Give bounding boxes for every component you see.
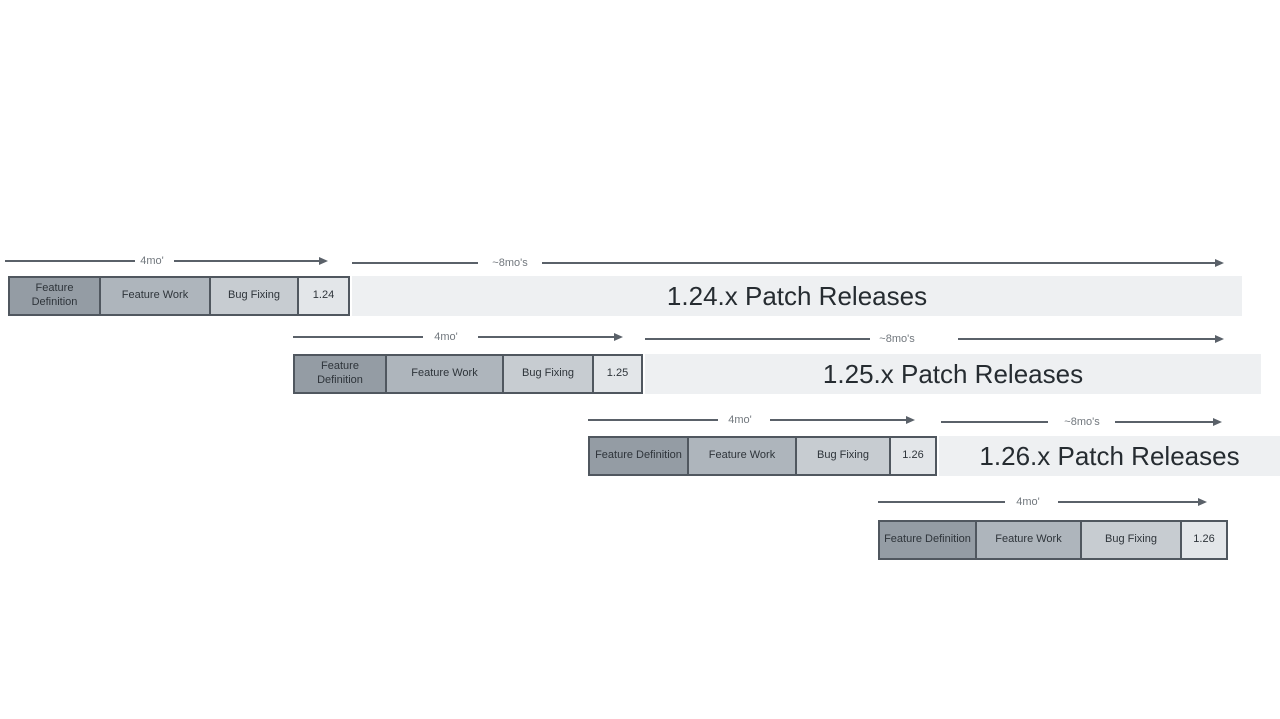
timeline-arrow: [1058, 498, 1207, 506]
phase-label: Bug Fixing: [817, 449, 869, 462]
phase-box-bug-fixing: Bug Fixing: [211, 278, 299, 314]
phase-label: Feature Definition: [317, 360, 363, 386]
duration-label-4mo: 4mo': [140, 255, 164, 267]
phase-box-feature-definition: Feature Definition: [590, 438, 689, 474]
phase-label: Feature Definition: [595, 449, 682, 462]
timeline-arrow: [174, 257, 328, 265]
phase-label: Bug Fixing: [522, 367, 574, 380]
phase-box-feature-work: Feature Work: [387, 356, 504, 392]
timeline-segment: [5, 260, 135, 262]
version-box: 1.26: [891, 438, 935, 474]
patch-releases-label: 1.26.x Patch Releases: [979, 440, 1240, 471]
timeline-arrow: [958, 335, 1224, 343]
timeline-segment: [588, 419, 718, 421]
phase-label: Feature Work: [708, 449, 776, 462]
version-box: 1.24: [299, 278, 348, 314]
version-box: 1.26: [1182, 522, 1226, 558]
timeline-segment: [941, 421, 1048, 423]
phase-label: Feature Work: [411, 367, 478, 380]
phase-label: Feature Definition: [884, 533, 971, 546]
duration-label-4mo: 4mo': [434, 331, 458, 343]
duration-label-4mo: 4mo': [1016, 496, 1040, 508]
phase-label: Feature Work: [995, 533, 1062, 546]
version-label: 1.26: [902, 449, 924, 462]
phase-box-feature-definition: Feature Definition: [295, 356, 387, 392]
patch-releases-bar: 1.25.x Patch Releases: [645, 354, 1261, 394]
version-label: 1.25: [606, 367, 629, 380]
patch-releases-bar: 1.26.x Patch Releases: [939, 436, 1280, 476]
timeline-arrow: [1115, 418, 1222, 426]
patch-releases-label: 1.25.x Patch Releases: [822, 358, 1084, 389]
patch-releases-label: 1.24.x Patch Releases: [666, 280, 928, 311]
phase-box-feature-work: Feature Work: [101, 278, 211, 314]
timeline-arrow: [770, 416, 915, 424]
timeline-arrow: [542, 259, 1224, 267]
version-label: 1.24: [312, 289, 335, 302]
duration-label-8mo: ~8mo's: [879, 333, 915, 345]
phase-box-bug-fixing: Bug Fixing: [1082, 522, 1182, 558]
release-phase-boxes: Feature Definition Feature Work Bug Fixi…: [8, 276, 350, 316]
duration-label-8mo: ~8mo's: [492, 257, 528, 269]
phase-box-bug-fixing: Bug Fixing: [504, 356, 594, 392]
phase-label: Bug Fixing: [1105, 533, 1157, 546]
timeline-segment: [645, 338, 870, 340]
phase-box-feature-definition: Feature Definition: [880, 522, 977, 558]
phase-box-bug-fixing: Bug Fixing: [797, 438, 891, 474]
phase-label: Feature Work: [121, 289, 189, 302]
release-phase-boxes: Feature Definition Feature Work Bug Fixi…: [293, 354, 643, 394]
timeline-segment: [293, 336, 423, 338]
timeline-segment: [878, 501, 1005, 503]
version-box: 1.25: [594, 356, 641, 392]
release-phase-boxes: Feature Definition Feature Work Bug Fixi…: [878, 520, 1228, 560]
phase-box-feature-work: Feature Work: [977, 522, 1082, 558]
release-phase-boxes: Feature Definition Feature Work Bug Fixi…: [588, 436, 937, 476]
version-label: 1.26: [1193, 533, 1215, 546]
patch-releases-bar: 1.24.x Patch Releases: [352, 276, 1242, 316]
timeline-arrow: [478, 333, 623, 341]
timeline-segment: [352, 262, 478, 264]
phase-label: Bug Fixing: [228, 289, 280, 302]
duration-label-8mo: ~8mo's: [1064, 416, 1100, 428]
phase-label: Feature Definition: [31, 282, 78, 308]
phase-box-feature-work: Feature Work: [689, 438, 797, 474]
phase-box-feature-definition: Feature Definition: [10, 278, 101, 314]
duration-label-4mo: 4mo': [728, 414, 752, 426]
